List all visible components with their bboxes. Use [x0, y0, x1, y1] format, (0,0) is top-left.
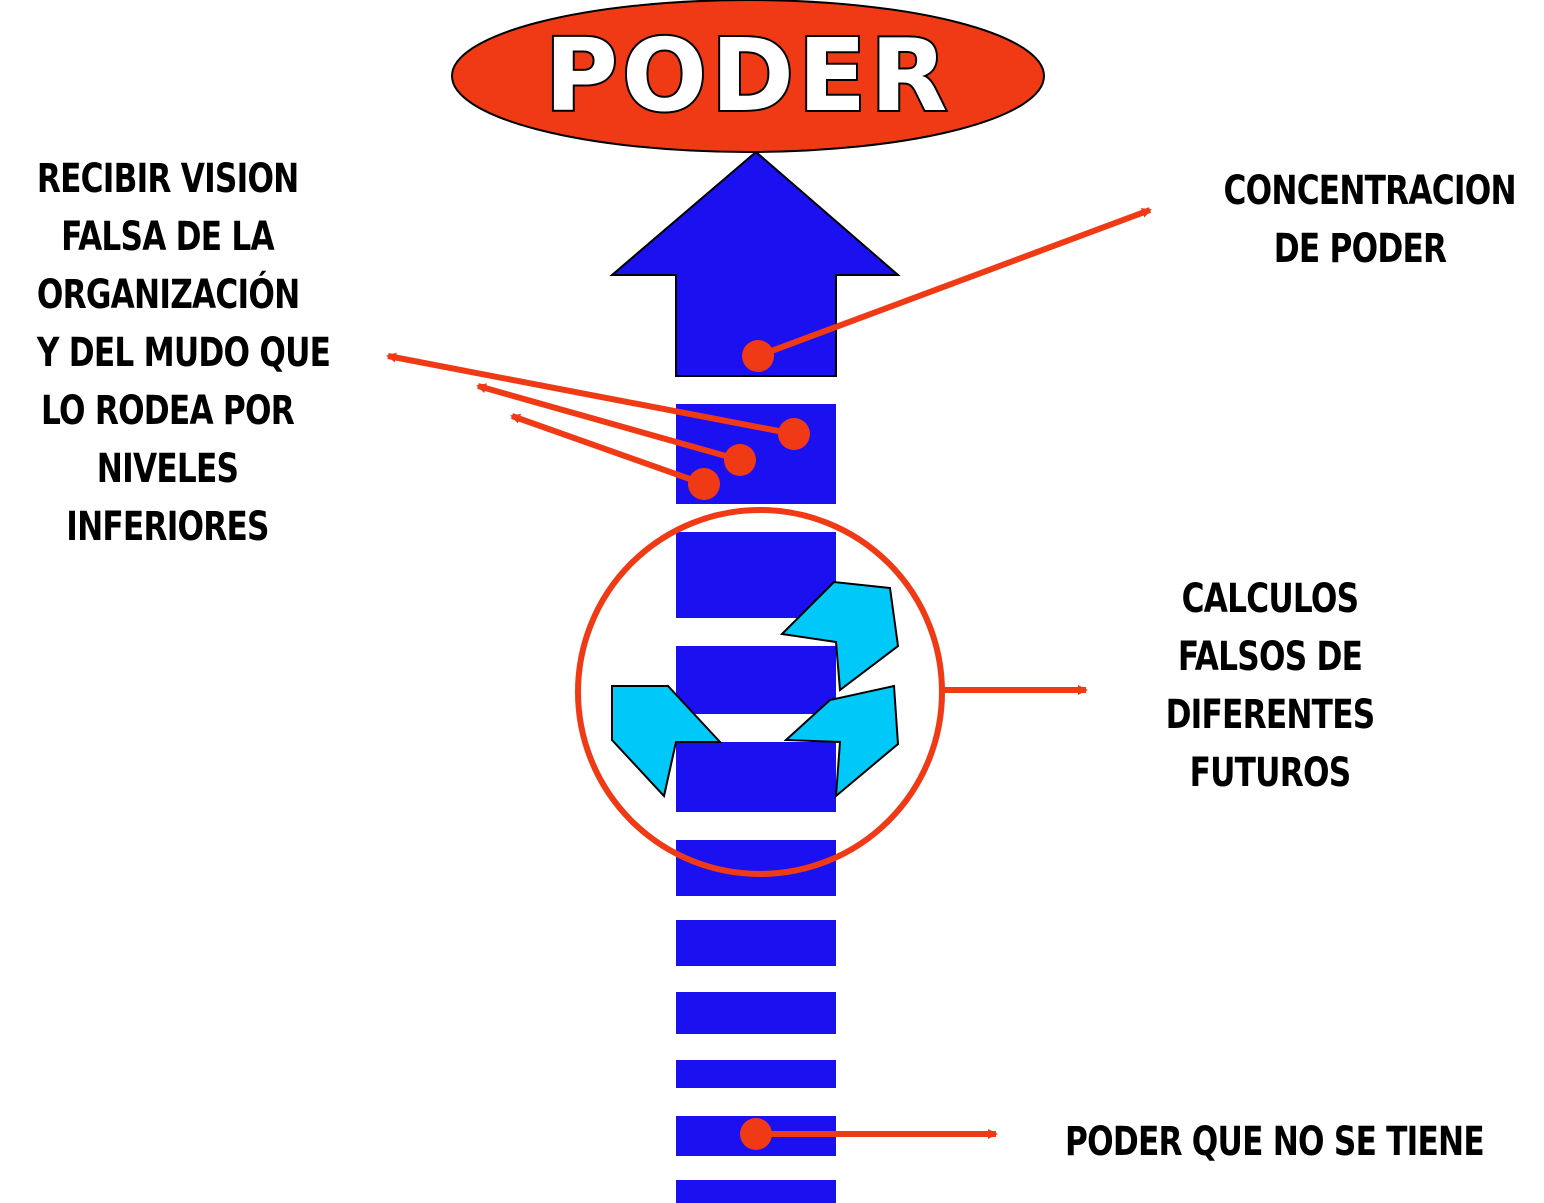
- shaft-segment: [676, 1180, 836, 1203]
- label-line: FALSOS DE: [1177, 634, 1363, 680]
- connectors: [386, 207, 1152, 1139]
- recycle-arrows-icon: [611, 580, 900, 799]
- label-line: LO RODEA POR: [41, 388, 295, 434]
- label-concentration: CONCENTRACION DE PODER: [1223, 162, 1517, 278]
- title-text: PODER: [545, 17, 952, 134]
- connector-dots: [688, 340, 810, 1150]
- label-line: DIFERENTES: [1165, 692, 1376, 738]
- label-line: Y DEL MUDO QUE: [36, 330, 331, 376]
- label-line: PODER QUE NO SE TIENE: [1065, 1119, 1485, 1165]
- label-power-not-held: PODER QUE NO SE TIENE: [1065, 1110, 1485, 1174]
- label-line: CALCULOS: [1181, 576, 1359, 622]
- shaft-segment: [676, 992, 836, 1034]
- label-calculations: CALCULOS FALSOS DE DIFERENTES FUTUROS: [1153, 570, 1387, 802]
- title-ellipse: [451, 0, 1045, 153]
- dot-bottom: [740, 1118, 772, 1150]
- shaft-segment: [676, 1060, 836, 1088]
- connector-left-1: [386, 352, 795, 437]
- label-line: ORGANIZACIÓN: [36, 272, 300, 318]
- dot-left-1: [778, 418, 810, 450]
- connector-concentration: [756, 207, 1152, 359]
- shaft-segment: [676, 920, 836, 966]
- shaft-segment: [676, 646, 836, 714]
- label-line: CONCENTRACION: [1223, 168, 1517, 214]
- shaft-segment: [676, 742, 836, 812]
- label-line: FUTUROS: [1189, 750, 1352, 796]
- label-line: FALSA DE LA: [61, 214, 275, 260]
- arrow-shaft-segments: [676, 404, 836, 1203]
- label-false-vision: RECIBIR VISION FALSA DE LA ORGANIZACIÓN …: [36, 150, 331, 556]
- label-line: RECIBIR VISION: [36, 156, 299, 202]
- shaft-segment: [676, 532, 836, 618]
- label-line: DE PODER: [1273, 226, 1447, 272]
- connector-left-3: [510, 413, 706, 487]
- label-line: INFERIORES: [66, 504, 269, 550]
- dot-concentration: [742, 340, 774, 372]
- dot-left-2: [724, 444, 756, 476]
- dot-left-3: [688, 468, 720, 500]
- label-line: NIVELES: [96, 446, 239, 492]
- connector-left-2: [476, 383, 741, 463]
